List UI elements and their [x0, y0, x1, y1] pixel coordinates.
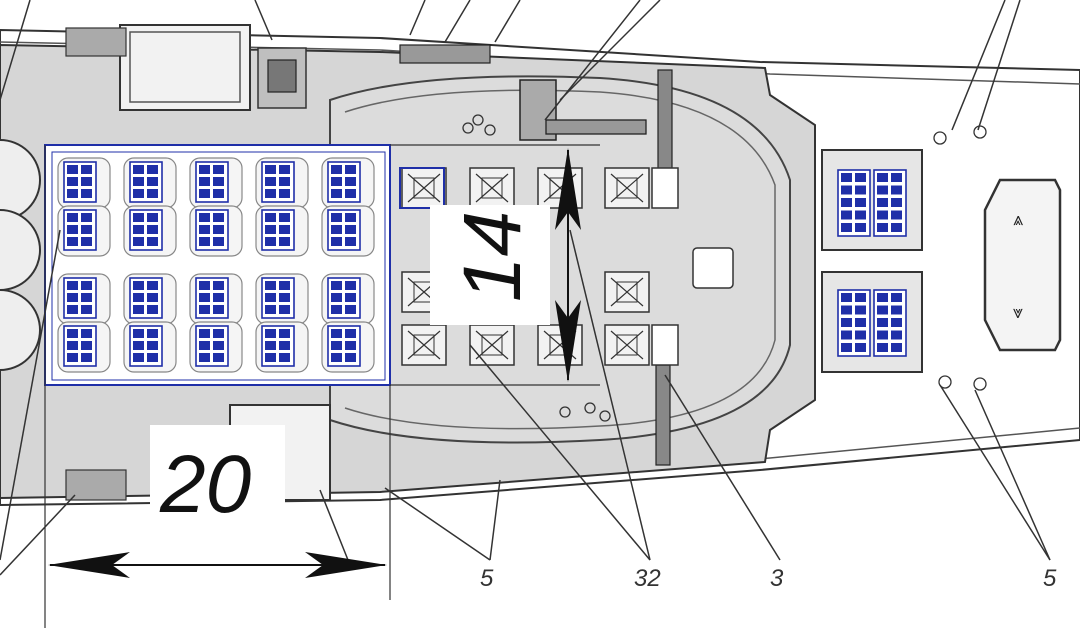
deck-pad	[604, 167, 650, 209]
container-area-inner	[51, 151, 386, 381]
container-module	[123, 157, 177, 209]
container-module	[189, 157, 243, 209]
deck-pad	[604, 271, 650, 313]
left-cylinder-1	[0, 139, 41, 221]
container-module	[255, 205, 309, 257]
callout-5-right: 5	[1043, 565, 1057, 592]
container-module	[255, 321, 309, 373]
bow-mark-lower: ⩔	[1013, 302, 1023, 322]
container-grid	[57, 157, 375, 373]
container-module	[123, 273, 177, 325]
container-module	[57, 273, 111, 325]
deck-pad	[469, 324, 515, 366]
container-module	[189, 273, 243, 325]
container-module	[321, 157, 375, 209]
deck-pad-highlight	[399, 167, 445, 209]
top-rail	[399, 44, 491, 64]
upper-rail-box	[651, 167, 679, 209]
upper-structure	[119, 24, 251, 111]
width-dimension	[44, 145, 391, 628]
deck-pad	[469, 167, 515, 209]
callout-3: 3	[770, 565, 784, 592]
center-box	[692, 247, 734, 289]
lower-left-winch	[65, 469, 127, 501]
right-pad-lower	[821, 271, 923, 373]
upper-mechanism-core	[267, 59, 297, 93]
inner-track-line	[344, 89, 776, 430]
bow-structure	[983, 178, 1062, 352]
bow-mark-upper: ⩓	[1013, 209, 1023, 229]
right-container-module	[873, 289, 907, 357]
container-module	[123, 321, 177, 373]
right-container-module	[837, 169, 871, 237]
callout-32: 32	[634, 565, 661, 592]
callout-5-left: 5	[480, 565, 494, 592]
container-module	[321, 205, 375, 257]
deck-pad	[401, 167, 447, 209]
lower-rail-box	[651, 324, 679, 366]
upper-structure-inner	[129, 31, 241, 103]
deck-pad	[604, 324, 650, 366]
right-container-grid	[837, 169, 907, 357]
container-module	[255, 273, 309, 325]
right-container-module	[837, 289, 871, 357]
length-dimension-label: 14	[447, 211, 538, 302]
length-dimension	[390, 144, 600, 386]
right-container-module	[873, 169, 907, 237]
container-module	[57, 157, 111, 209]
container-module	[321, 321, 375, 373]
container-module	[189, 205, 243, 257]
top-left-winch	[65, 27, 127, 57]
container-module	[255, 157, 309, 209]
left-cylinder-2	[0, 209, 41, 291]
container-module	[57, 205, 111, 257]
container-module	[57, 321, 111, 373]
container-module	[123, 205, 177, 257]
left-cylinder-3	[0, 289, 41, 371]
container-module	[189, 321, 243, 373]
deck-pad	[401, 324, 447, 366]
crane-boom	[545, 119, 647, 135]
right-pad-upper	[821, 149, 923, 251]
container-module	[321, 273, 375, 325]
leader-lines	[0, 0, 1051, 576]
width-dimension-label: 20	[159, 439, 251, 530]
